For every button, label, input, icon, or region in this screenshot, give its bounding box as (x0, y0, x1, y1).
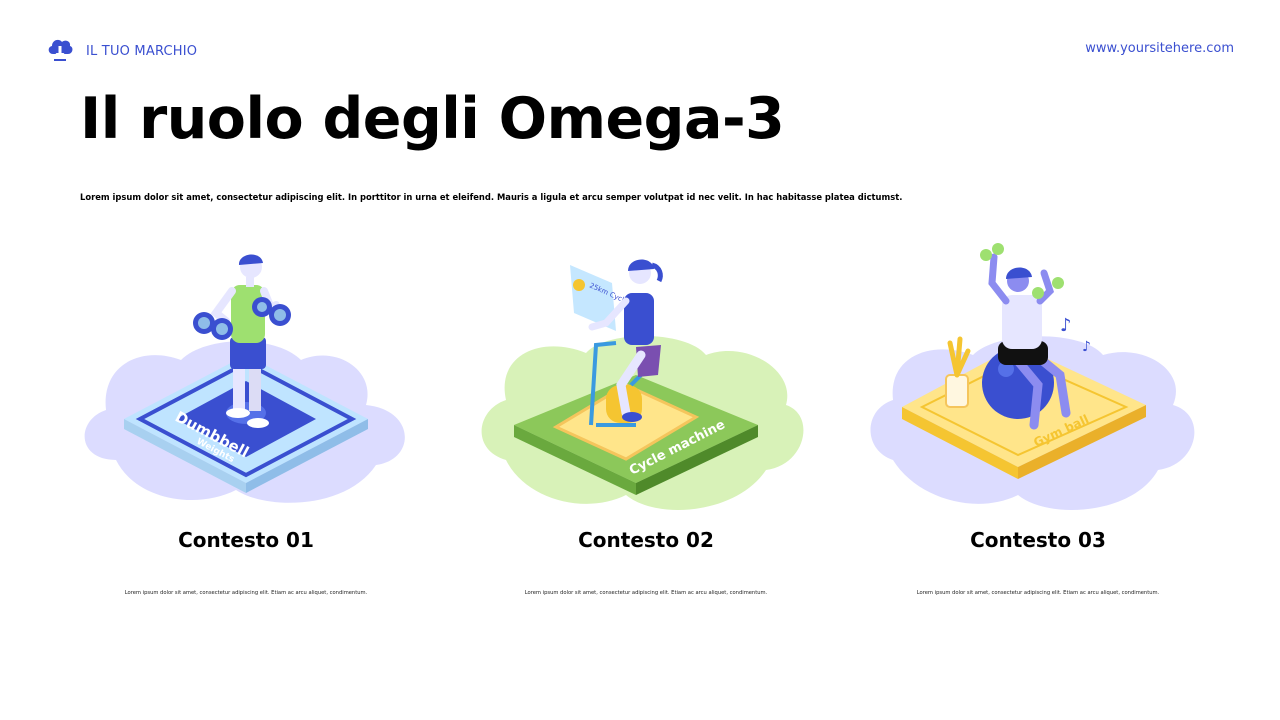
card-description: Lorem ipsum dolor sit amet, consectetur … (916, 590, 1160, 596)
dumbbell-workout-illustration: Dumbbell Weights (84, 254, 405, 503)
svg-text:♪: ♪ (1060, 315, 1072, 336)
card-description: Lorem ipsum dolor sit amet, consectetur … (524, 590, 768, 596)
gym-ball-illustration: Gym ball ♪ ♪ (870, 243, 1195, 510)
cycle-machine-illustration: Cycle machine 25km Cycle (481, 259, 804, 510)
card-title: Contesto 01 (178, 528, 314, 552)
svg-text:♪: ♪ (1082, 339, 1091, 355)
card-contesto-03: Gym ball ♪ ♪ Contesto 03 Lorem ipsum dol… (838, 235, 1238, 615)
cloud-download-icon (46, 36, 74, 67)
card-title: Contesto 02 (578, 528, 714, 552)
card-contesto-02: Cycle machine 25km Cycle Contesto 02 Lor… (446, 235, 846, 615)
brand[interactable]: IL TUO MARCHIO (46, 36, 197, 67)
card-title: Contesto 03 (970, 528, 1106, 552)
card-contesto-01: Dumbbell Weights Contesto 01 Lorem ipsum… (46, 235, 446, 615)
intro-text: Lorem ipsum dolor sit amet, consectetur … (80, 192, 903, 202)
card-description: Lorem ipsum dolor sit amet, consectetur … (124, 590, 368, 596)
site-url-link[interactable]: www.yoursitehere.com (1085, 41, 1234, 56)
brand-name: IL TUO MARCHIO (86, 44, 198, 59)
page-title: Il ruolo degli Omega-3 (80, 86, 785, 152)
